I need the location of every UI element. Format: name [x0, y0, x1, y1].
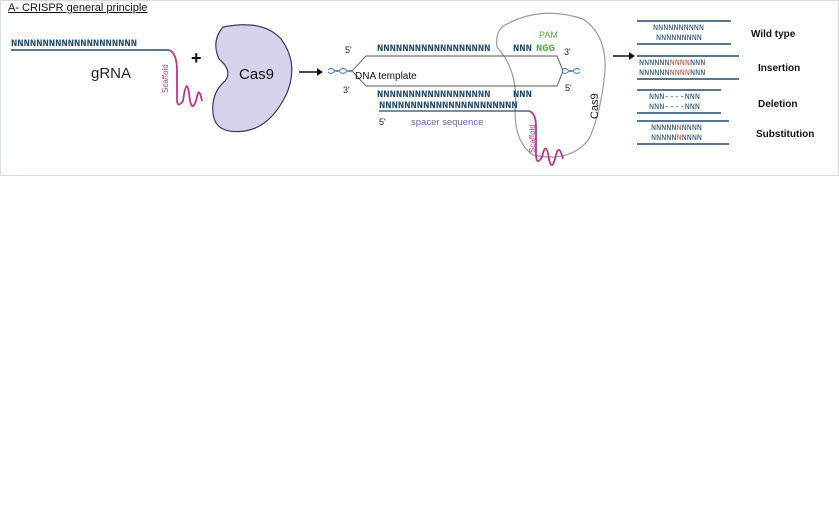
sub-top: NNNNNNNNNN: [651, 123, 702, 133]
three-prime-top: 3': [564, 47, 571, 57]
plus-sign: +: [191, 48, 202, 68]
panel-title: A- CRISPR general principle: [8, 2, 148, 14]
arrow-2-head: [629, 52, 635, 60]
del-top: NNN----NNN: [649, 92, 700, 102]
helix-left-2: [327, 69, 353, 75]
spacer-label: spacer sequence: [411, 117, 483, 128]
ins-label: Insertion: [758, 63, 800, 74]
five-prime-top: 5': [345, 45, 352, 55]
outcome-substitution: NNNNNNNNNN NNNNNNNNNN Substitution: [637, 120, 814, 145]
pam-sequence: NGG: [536, 43, 555, 55]
grna-sequence: NNNNNNNNNNNNNNNNNNNN: [11, 38, 137, 50]
grna-scaffold-label: Scaffold: [161, 64, 170, 93]
bottom-strand: NNNNNNNNNNNNNNNNNN: [377, 89, 490, 101]
crispr-panel: A- CRISPR general principle NNNNNNNNNNNN…: [0, 0, 839, 176]
outcome-wild-type: NNNNNNNNNN NNNNNNNNN Wild type: [637, 20, 796, 45]
grna-group: NNNNNNNNNNNNNNNNNNNN Scaffold gRNA: [11, 38, 203, 107]
pam-label: PAM: [539, 30, 558, 40]
bottom-strand-nnn: NNN: [513, 89, 532, 101]
arrow-1-head: [317, 68, 323, 76]
complex-scaffold-loop: [528, 110, 564, 166]
ins-top: NNNNNNNNNNNNN: [639, 58, 705, 68]
outcome-deletion: NNN----NNN NNN----NNN Deletion: [637, 89, 797, 114]
del-label: Deletion: [758, 99, 797, 110]
grna-scaffold-loop: [168, 49, 203, 107]
complex-scaffold-label: Scaffold: [528, 124, 537, 153]
helix-right-2: [561, 69, 581, 75]
sub-bottom: NNNNNNNNNN: [651, 133, 702, 143]
cas9-outline: [496, 12, 606, 158]
five-prime-bottom: 5': [379, 117, 386, 127]
cas9-label: Cas9: [239, 66, 274, 83]
cas9-complex: Cas9 5' NNNNNNNNNNNNNNNNNN NNN NGG PAM 3…: [327, 12, 606, 166]
crispr-diagram: NNNNNNNNNNNNNNNNNNNN Scaffold gRNA + Cas…: [11, 12, 814, 166]
grna-strand: NNNNNNNNNNNNNNNNNNNNNN: [379, 100, 518, 112]
cas9-shape: [212, 24, 293, 133]
top-strand-nnn: NNN: [513, 43, 532, 55]
dna-bubble: [351, 55, 564, 87]
three-prime-left: 3': [343, 85, 350, 95]
five-prime-right: 5': [565, 83, 572, 93]
outcome-insertion: NNNNNNNNNNNNN NNNNNNNNNNNNN Insertion: [637, 55, 800, 80]
ins-bottom: NNNNNNNNNNNNN: [639, 68, 705, 78]
wt-bottom: NNNNNNNNN: [656, 33, 702, 43]
top-strand: NNNNNNNNNNNNNNNNNN: [377, 43, 490, 55]
dna-template-label: DNA template: [355, 71, 417, 82]
grna-label: gRNA: [91, 65, 131, 82]
wt-top: NNNNNNNNNN: [653, 23, 704, 33]
sub-label: Substitution: [756, 129, 814, 140]
helix-right: [561, 67, 581, 73]
cas9-complex-label: Cas9: [589, 93, 601, 119]
wt-label: Wild type: [751, 29, 796, 40]
del-bottom: NNN----NNN: [649, 102, 700, 112]
